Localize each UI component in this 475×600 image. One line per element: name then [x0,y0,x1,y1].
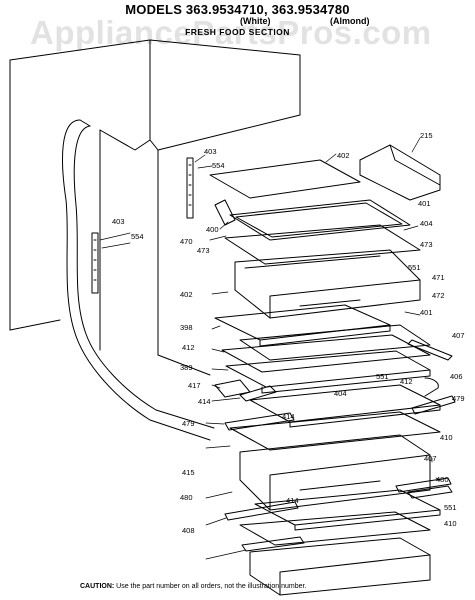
callout-407-mid: 407 [424,454,437,463]
door-bin [359,144,441,201]
callout-412-mid: 412 [400,377,413,386]
callout-417: 417 [188,381,201,390]
callout-403-right: 403 [204,147,217,156]
callout-554-right: 554 [212,161,225,170]
callout-551-top: 551 [408,263,421,272]
models-title: MODELS 363.9534710, 363.9534780 [125,2,350,17]
cabinet-liner [62,119,215,441]
callout-401-top: 401 [418,199,431,208]
caution-label: CAUTION: [80,583,115,590]
callout-402-top: 402 [337,151,350,160]
callout-414-mid: 414 [282,412,295,421]
callout-404-top: 404 [420,219,433,228]
callout-408: 408 [182,526,195,535]
upper-drawer [224,224,421,319]
callout-551-mid: 551 [376,372,389,381]
callout-554-left: 554 [131,232,144,241]
callout-406: 406 [450,372,463,381]
bottom-cover [254,489,441,531]
callout-401-mid: 401 [420,308,433,317]
callout-407-right: 407 [452,331,465,340]
callout-479-right: 479 [452,394,465,403]
callout-398: 398 [180,323,193,332]
caution-text: Use the part number on all orders, not t… [114,583,307,590]
callout-labels: 215 402 403 554 401 403 554 400 470 404 … [112,131,465,535]
callout-415: 415 [182,468,195,477]
drawer-rails-upper [224,395,456,431]
middle-shelf [214,304,431,361]
callout-403-left: 403 [112,217,125,226]
cabinet-outline [9,39,301,356]
lower-drawer [229,411,441,511]
callout-471: 471 [432,273,445,282]
section-title: FRESH FOOD SECTION [185,27,290,37]
leader-lines [99,137,441,560]
callout-404-mid: 404 [334,389,347,398]
callout-480-right: 480 [436,475,449,484]
callout-480-left: 480 [180,493,193,502]
callout-414-left: 414 [198,397,211,406]
callout-479-left: 479 [182,419,195,428]
caution-note: CAUTION: Use the part number on all orde… [80,583,306,590]
almond-model-label: (Almond) [330,16,370,26]
callout-551-bottom: 551 [444,503,457,512]
callout-470: 470 [180,237,193,246]
callout-414-bottom: 414 [286,496,299,505]
shelf-ladder-left [91,232,99,294]
bottom-drawer [239,511,431,596]
callout-400: 400 [206,225,219,234]
callout-402-left: 402 [180,290,193,299]
white-model-label: (White) [240,16,271,26]
callout-473-left: 473 [197,246,210,255]
callout-410-right: 410 [440,433,453,442]
callout-215: 215 [420,131,433,140]
callout-412-left: 412 [182,343,195,352]
callout-473-right: 473 [420,240,433,249]
callout-472: 472 [432,291,445,300]
callout-410-bottom: 410 [444,519,457,528]
side-rails [239,339,453,402]
callout-389: 389 [180,363,193,372]
top-shelf [209,159,411,241]
shelf-ladder-right [186,157,194,219]
